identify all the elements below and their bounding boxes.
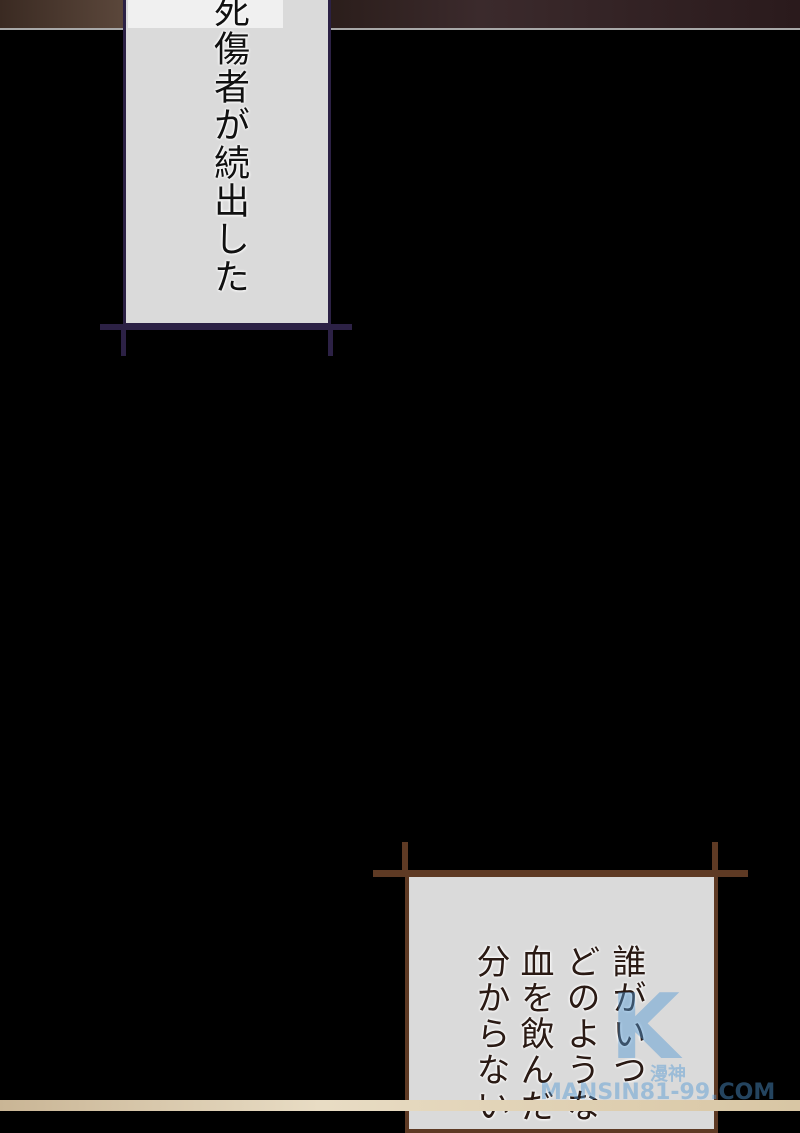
- caption-2-line-3: 血を飲んだ: [514, 944, 554, 1124]
- previous-panel-artwork: [0, 0, 800, 28]
- caption-2-line-4: 分からない: [470, 944, 510, 1124]
- caption-1-text: 死傷者が続出した: [208, 0, 249, 296]
- panel-divider: [0, 28, 800, 30]
- caption-box-2-post-left: [402, 842, 408, 874]
- caption-box-2-crossbar: [373, 870, 748, 877]
- watermark-name: 漫神: [650, 1064, 686, 1085]
- caption-box-1-crossbar: [100, 324, 352, 330]
- caption-box-1-post-right: [328, 324, 333, 356]
- caption-2-line-1: 誰がいつ: [606, 944, 646, 1088]
- caption-box-2-post-right: [712, 842, 718, 874]
- caption-box-1-post-left: [121, 324, 126, 356]
- caption-2-line-2: どのような: [560, 944, 600, 1124]
- next-panel-artwork: [0, 1100, 800, 1111]
- caption-box-1: [123, 0, 331, 326]
- caption-box-1-highlight: [128, 0, 283, 28]
- watermark-logo: K: [610, 975, 680, 1080]
